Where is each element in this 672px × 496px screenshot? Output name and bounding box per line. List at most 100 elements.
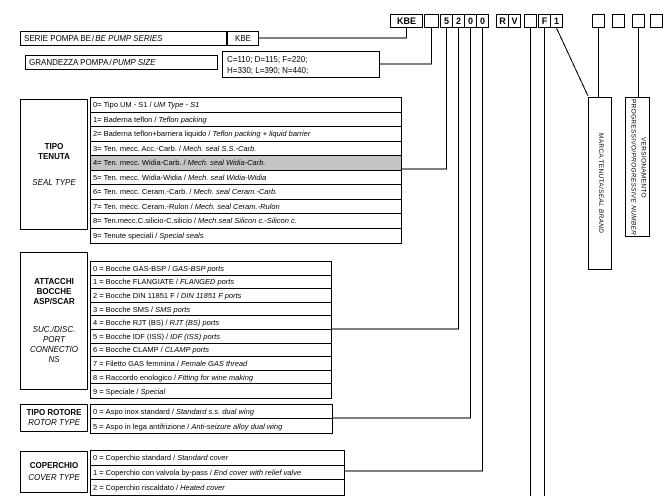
option-label-en: Standard cover <box>177 453 229 463</box>
option-label-it: Bocche SMS <box>105 304 149 314</box>
port-connections-option-row: 6 =Bocche CLAMP/CLAMP ports <box>91 344 331 358</box>
seal-type-option-row: 5=Ten. mecc. Widia-Widia/Mech. seal Widi… <box>91 171 401 185</box>
separator: / <box>176 358 179 368</box>
port-connections-section-label: ATTACCHI BOCCHE ASP/SCAR SUC./DISC. PORT… <box>20 252 88 390</box>
code-box-series: KBE <box>390 14 423 28</box>
progressive-number-vertical-label: VERSIONAMENTO PROGRESSIVO/PROGRESSIVE NU… <box>625 97 650 237</box>
option-label-it: Filetto GAS femmina <box>105 358 175 368</box>
port-connections-option-row: 3 =Bocche SMS/SMS ports <box>91 303 331 317</box>
option-code: 8= <box>93 216 102 226</box>
option-label-it: Ten.mecc.C.silicio-C.silicio <box>103 216 192 226</box>
option-code: 1= <box>93 114 102 124</box>
separator: / <box>597 187 604 190</box>
separator: / <box>166 331 169 341</box>
option-label-en: Teflon packing <box>158 114 207 124</box>
connector-serie <box>259 28 407 39</box>
option-label-it: Ten. mecc. Ceram.-Rulon <box>103 201 189 211</box>
option-label-en: UM Type - S1 <box>153 100 200 110</box>
option-label-it: Aspo inox standard <box>105 407 170 416</box>
progressive-number-en: PROGRESSIVE NUMBER <box>629 152 637 236</box>
code-box-blank-3 <box>650 14 663 28</box>
option-code: 0 = <box>93 407 104 416</box>
port-connections-option-row: 8 =Raccordo enologico/Fitting for wine m… <box>91 371 331 385</box>
seal-type-title-en: SEAL TYPE <box>32 177 76 187</box>
option-code: 2 = <box>93 482 104 492</box>
separator: / <box>187 421 190 431</box>
option-label-en: Heated cover <box>180 482 225 492</box>
port-connections-option-row: 5 =Bocche IDF (ISS)/IDF (ISS) ports <box>91 330 331 344</box>
separator: / <box>183 158 186 168</box>
seal-type-option-row: 1=Baderna teflon/Teflon packing <box>91 113 401 127</box>
port-connections-option-row: 9 =Speciale/Special <box>91 384 331 398</box>
cover-type-options: 0 =Coperchio standard/Standard cover 1 =… <box>90 450 345 496</box>
port-connections-title-it: ATTACCHI BOCCHE ASP/SCAR <box>33 277 75 306</box>
option-code: 9= <box>93 231 102 241</box>
option-label-en: GAS-BSP ports <box>172 263 225 273</box>
option-label-it: Ten. mecc. Ceram.-Carb. <box>103 187 188 197</box>
option-label-en: End cover with relief valve <box>213 467 301 477</box>
seal-brand-vertical-label: MARCA TENUTA/SEAL BRAND <box>588 97 612 270</box>
seal-type-title-it: TIPO TENUTA <box>38 141 70 161</box>
seal-brand-en: SEAL BRAND <box>597 189 604 234</box>
seal-type-option-row: 9=Tenute speciali/Special seals <box>91 229 401 244</box>
code-box-1: 1 <box>550 14 563 28</box>
separator: / <box>178 143 182 153</box>
separator: / <box>629 150 637 153</box>
option-label-it: Coperchio riscaldato <box>105 482 175 492</box>
separator: / <box>209 467 212 477</box>
cover-type-title-it: COPERCHIO <box>29 461 79 470</box>
option-label-en: Standard s.s. dual wing <box>175 407 254 416</box>
option-code: 2 = <box>93 290 104 300</box>
option-code: 0= <box>93 100 102 110</box>
separator: / <box>173 372 177 382</box>
seal-type-option-row: 4=Ten. mecc. Widia-Carb./Mech. seal Widi… <box>91 156 401 171</box>
rotor-type-section-label: TIPO ROTORE ROTOR TYPE <box>20 404 88 432</box>
port-connections-option-row: 4 =Bocche RJT (BS)/RJT (BS) ports <box>91 316 331 330</box>
seal-type-option-row: 7=Ten. mecc. Ceram.-Rulon/Mech. seal Cer… <box>91 200 401 214</box>
option-label-en: Mech. seal Ceram.-Carb. <box>193 187 278 197</box>
seal-type-option-row: 8=Ten.mecc.C.silicio-C.silicio/Mech.seal… <box>91 214 401 229</box>
code-box-size <box>424 14 439 28</box>
option-code: 8 = <box>93 372 104 382</box>
separator: / <box>149 100 152 110</box>
connector-diagonal <box>556 27 589 97</box>
seal-type-option-row: 6=Ten. mecc. Ceram.-Carb./Mech. seal Cer… <box>91 185 401 200</box>
option-label-en: Mech. seal S.S.-Carb. <box>183 143 257 153</box>
option-label-it: Speciale <box>105 386 135 396</box>
separator: / <box>175 277 178 287</box>
separator: / <box>176 290 179 300</box>
seal-type-options: 0=Tipo UM - S1/UM Type - S1 1=Baderna te… <box>90 97 402 244</box>
option-code: 4= <box>93 158 102 168</box>
separator: / <box>189 187 192 197</box>
option-label-it: Bocche DIN 11851 F <box>105 290 175 300</box>
pump-size-values-line2: H=330; L=390; N=440; <box>227 66 309 75</box>
port-connections-option-row: 1 =Bocche FLANGIATE/FLANGED ports <box>91 276 331 290</box>
option-label-en: Teflon packing + liquid barrier <box>212 129 311 139</box>
option-code: 3 = <box>93 304 104 314</box>
option-code: 3= <box>93 143 102 153</box>
code-box-v: V <box>508 14 521 28</box>
separator: / <box>190 201 193 211</box>
option-code: 0 = <box>93 263 104 273</box>
cover-type-option-row: 0 =Coperchio standard/Standard cover <box>91 451 344 466</box>
pump-size-label: GRANDEZZA POMPA/PUMP SIZE <box>25 55 218 70</box>
option-label-en: IDF (ISS) ports <box>170 331 220 341</box>
option-code: 5 = <box>93 421 104 431</box>
option-label-it: Bocche IDF (ISS) <box>105 331 164 341</box>
rotor-type-option-row: 5 =Aspo in lega antifrizione/Anti-seizur… <box>91 419 332 433</box>
option-label-it: Bocche RJT (BS) <box>105 318 164 328</box>
option-label-it: Coperchio standard <box>105 453 172 463</box>
progressive-number-it: VERSIONAMENTO PROGRESSIVO <box>629 98 647 198</box>
pump-series-label-it: SERIE POMPA BE <box>24 34 91 43</box>
connector-coperchio <box>345 28 483 472</box>
option-code: 6= <box>93 187 102 197</box>
rotor-type-title-it: TIPO ROTORE <box>26 408 82 417</box>
option-label-en: CLAMP ports <box>164 345 210 355</box>
option-label-it: Baderna teflon+barriera liquido <box>103 129 207 139</box>
code-box-rotor: 0 <box>464 14 477 28</box>
seal-type-option-row: 2=Baderna teflon+barriera liquido/Teflon… <box>91 127 401 142</box>
progressive-number-vertical-text: VERSIONAMENTO PROGRESSIVO/PROGRESSIVE NU… <box>628 98 648 236</box>
pump-series-label-en: BE PUMP SERIES <box>95 34 163 43</box>
separator: / <box>155 231 158 241</box>
option-label-en: FLANGED ports <box>179 277 235 287</box>
